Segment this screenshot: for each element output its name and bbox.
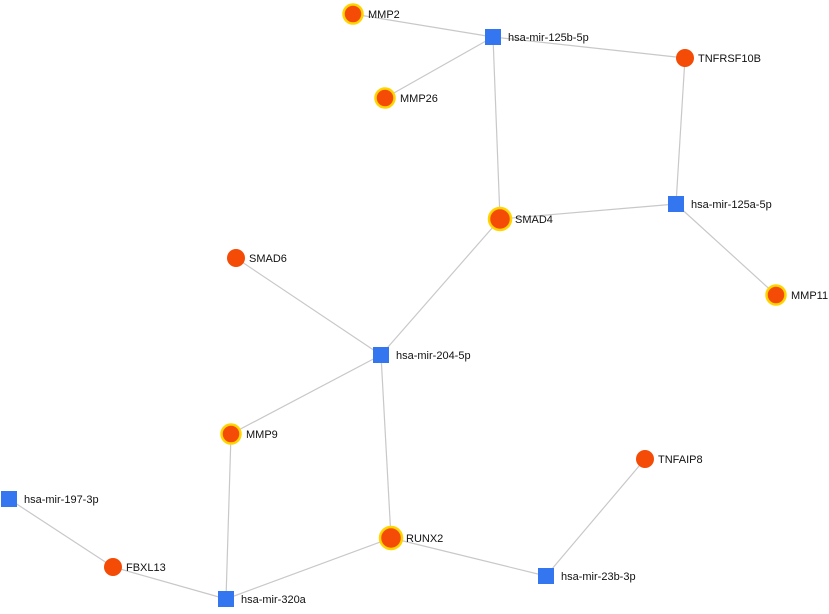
node-tnfaip8[interactable]: TNFAIP8 [636,450,703,468]
node-label: hsa-mir-125b-5p [508,32,589,44]
node-mmp11[interactable]: MMP11 [765,284,829,306]
edge-mir204-mmp9 [230,354,382,435]
gene-circle-icon [487,206,513,232]
node-smad4[interactable]: SMAD4 [487,206,553,232]
node-mmp9[interactable]: MMP9 [220,423,278,445]
node-label: MMP2 [368,9,400,21]
node-smad6[interactable]: SMAD6 [227,249,287,267]
mirna-square-icon [485,29,501,45]
node-label: hsa-mir-197-3p [24,494,99,506]
node-label: hsa-mir-204-5p [396,350,471,362]
node-fbxl13[interactable]: FBXL13 [104,558,166,576]
edge-fbxl13-mir320a [112,566,227,600]
node-mir125a[interactable]: hsa-mir-125a-5p [668,196,772,212]
mirna-square-icon [538,568,554,584]
gene-circle-icon [676,49,694,67]
node-mir125b[interactable]: hsa-mir-125b-5p [485,29,589,45]
node-tnfrsf10b[interactable]: TNFRSF10B [676,49,761,67]
edge-smad6-mir204 [235,257,382,356]
edge-layer [8,13,777,600]
node-label: hsa-mir-23b-3p [561,571,636,583]
node-label: RUNX2 [406,533,443,545]
node-label: hsa-mir-320a [241,594,307,606]
mirna-square-icon [1,491,17,507]
gene-circle-icon [104,558,122,576]
node-mir197[interactable]: hsa-mir-197-3p [1,491,99,507]
node-mir23b[interactable]: hsa-mir-23b-3p [538,568,636,584]
gene-circle-icon [378,525,404,551]
edge-mir197-fbxl13 [8,498,114,568]
node-label: FBXL13 [126,562,166,574]
node-label: TNFAIP8 [658,454,703,466]
node-label: TNFRSF10B [698,53,761,65]
node-runx2[interactable]: RUNX2 [378,525,443,551]
mirna-square-icon [373,347,389,363]
edge-runx2-mir23b [390,537,547,577]
node-label: MMP11 [791,290,828,302]
mirna-square-icon [218,591,234,607]
edge-smad4-mir125a [499,203,677,220]
edge-mir125a-mmp11 [675,203,777,296]
edge-tnfrsf10b-mir125a [675,57,686,205]
edge-smad4-mir204 [380,218,501,356]
node-mir204[interactable]: hsa-mir-204-5p [373,347,471,363]
edge-mir204-runx2 [380,354,392,539]
edge-runx2-mir320a [225,537,392,600]
gene-circle-icon [220,423,242,445]
gene-circle-icon [374,87,396,109]
node-label: SMAD6 [249,253,287,265]
node-label: SMAD4 [515,214,553,226]
edge-mmp9-mir320a [225,433,232,600]
gene-circle-icon [342,3,364,25]
gene-circle-icon [636,450,654,468]
edge-mmp2-mir125b [352,13,494,38]
mirna-square-icon [668,196,684,212]
edge-tnfaip8-mir23b [545,458,646,577]
edge-mir125b-mmp26 [384,36,494,99]
gene-circle-icon [227,249,245,267]
node-mir320a[interactable]: hsa-mir-320a [218,591,307,607]
node-label: MMP26 [400,93,438,105]
node-label: hsa-mir-125a-5p [691,199,772,211]
edge-mir125b-tnfrsf10b [492,36,686,59]
node-mmp2[interactable]: MMP2 [342,3,400,25]
node-label: MMP9 [246,429,278,441]
gene-circle-icon [765,284,787,306]
node-mmp26[interactable]: MMP26 [374,87,438,109]
edge-mir125b-smad4 [492,36,501,220]
